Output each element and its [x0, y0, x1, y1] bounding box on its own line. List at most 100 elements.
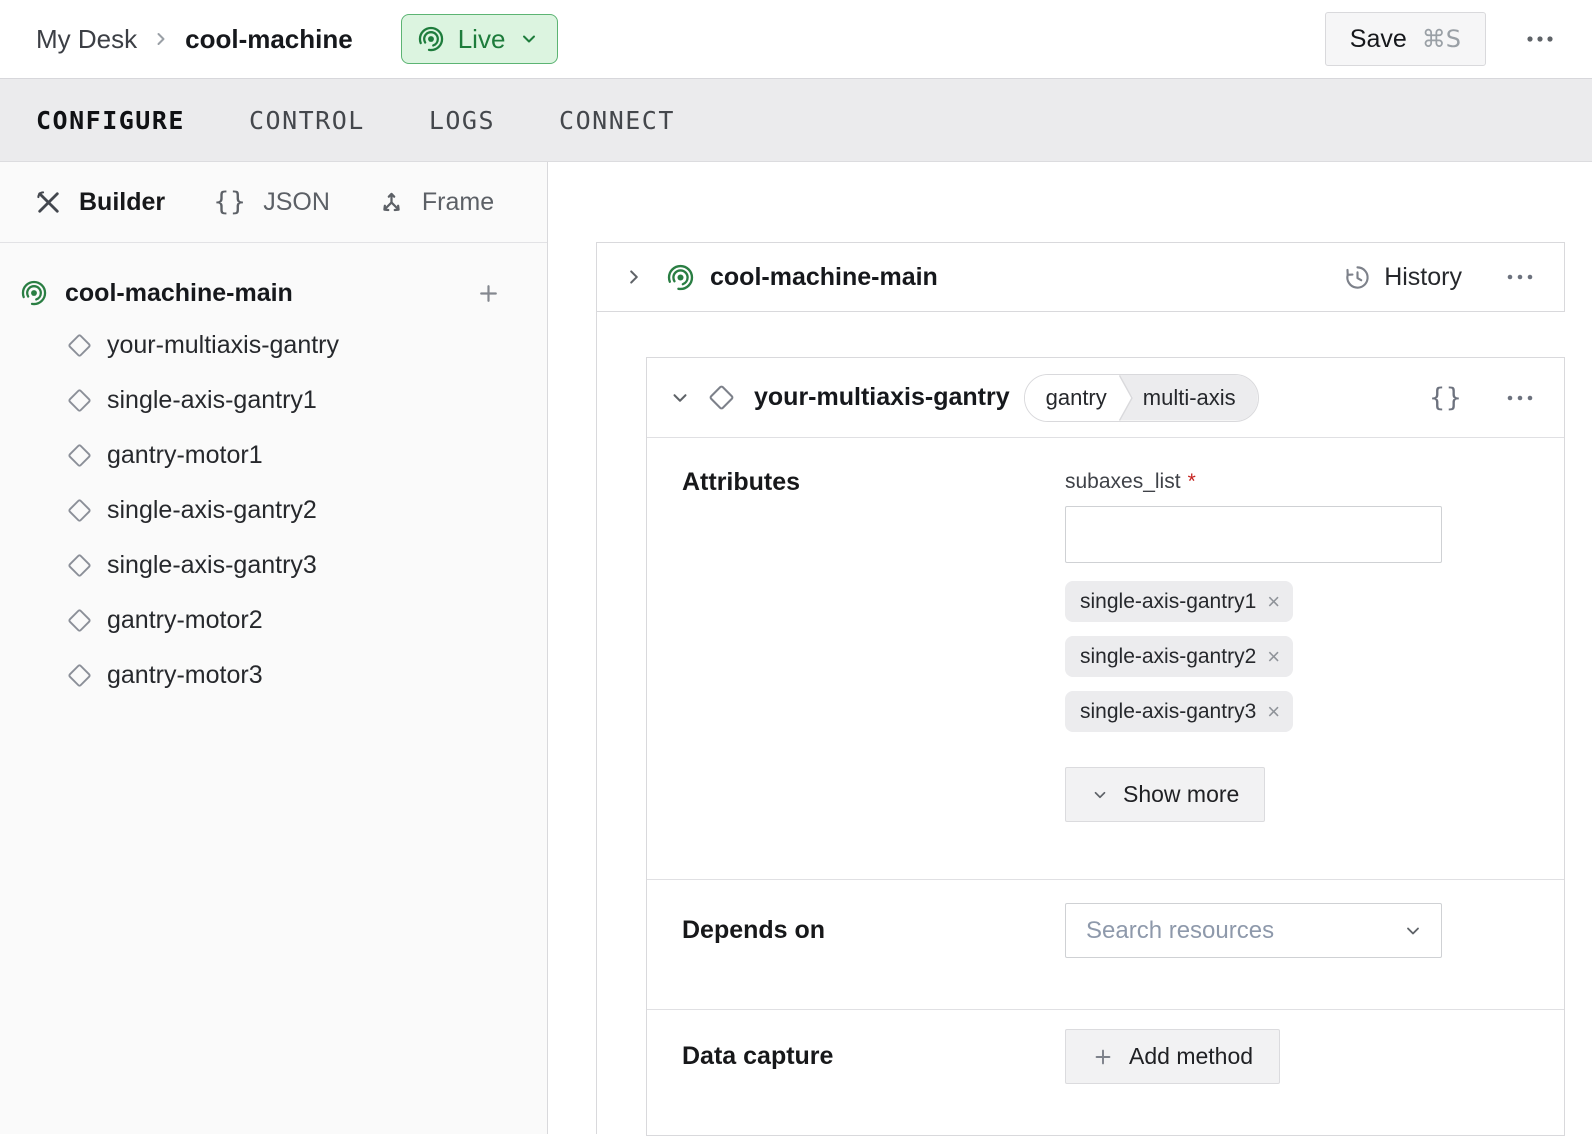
- tree-item[interactable]: your-multiaxis-gantry: [0, 318, 547, 373]
- machine-card: cool-machine-main History: [596, 242, 1565, 312]
- add-method-label: Add method: [1129, 1043, 1253, 1070]
- braces-icon: {}: [213, 187, 246, 217]
- more-dots-icon: [1522, 27, 1558, 51]
- app-header: My Desk cool-machine Live Save ⌘S: [0, 0, 1592, 78]
- tree-item-label: single-axis-gantry1: [107, 386, 317, 415]
- tree-item[interactable]: gantry-motor2: [0, 593, 547, 648]
- chip-remove-button[interactable]: ×: [1267, 701, 1280, 723]
- chevron-down-icon: [519, 29, 539, 49]
- machine-card-more-button[interactable]: [1502, 260, 1538, 294]
- tree-item[interactable]: single-axis-gantry2: [0, 483, 547, 538]
- required-asterisk: *: [1188, 470, 1196, 493]
- live-status-badge[interactable]: Live: [401, 14, 559, 64]
- attributes-content: subaxes_list* single-axis-gantry1 × sing…: [1065, 468, 1442, 822]
- component-card-title: your-multiaxis-gantry: [754, 383, 1010, 412]
- history-button-label: History: [1384, 263, 1462, 292]
- tree-item-label: gantry-motor1: [107, 441, 263, 470]
- frame-axes-icon: [378, 189, 405, 216]
- expand-machine-chevron[interactable]: [623, 266, 645, 288]
- tree-item[interactable]: single-axis-gantry3: [0, 538, 547, 593]
- view-tab-json-label: JSON: [263, 188, 330, 217]
- sidebar-view-switcher: Builder {} JSON Frame: [0, 162, 547, 243]
- machine-card-title: cool-machine-main: [710, 263, 938, 292]
- breadcrumb: My Desk cool-machine: [36, 24, 353, 55]
- tree-item-label: your-multiaxis-gantry: [107, 331, 339, 360]
- broadcast-icon: [21, 280, 47, 306]
- depends-on-section-label: Depends on: [682, 916, 1065, 945]
- view-tab-builder[interactable]: Builder: [35, 188, 165, 217]
- view-tab-frame-label: Frame: [422, 188, 494, 217]
- chevron-down-icon: [1403, 921, 1423, 941]
- collapse-component-chevron[interactable]: [669, 387, 691, 409]
- chip-label: single-axis-gantry3: [1080, 700, 1256, 724]
- header-more-button[interactable]: [1518, 19, 1562, 59]
- breadcrumb-item-my-desk[interactable]: My Desk: [36, 24, 137, 55]
- attributes-section: Attributes subaxes_list* single-axis-gan…: [647, 438, 1564, 879]
- subaxes-chip-list: single-axis-gantry1 × single-axis-gantry…: [1065, 581, 1442, 732]
- tab-connect[interactable]: CONNECT: [559, 106, 675, 135]
- chevron-down-icon: [1091, 786, 1109, 804]
- tree-item-label: single-axis-gantry3: [107, 551, 317, 580]
- tools-icon: [35, 189, 62, 216]
- tree-root-label: cool-machine-main: [65, 279, 458, 308]
- view-tab-frame[interactable]: Frame: [378, 188, 494, 217]
- main-panel: cool-machine-main History your-mul: [548, 162, 1592, 1134]
- depends-on-select[interactable]: Search resources: [1065, 903, 1442, 958]
- chip-remove-button[interactable]: ×: [1267, 591, 1280, 613]
- badge-type-label: gantry: [1025, 375, 1119, 421]
- component-tree: cool-machine-main your-multiaxis-gantry …: [0, 243, 547, 703]
- view-tab-json[interactable]: {} JSON: [213, 187, 330, 217]
- attributes-section-label: Attributes: [682, 468, 1065, 822]
- config-sidebar: Builder {} JSON Frame: [0, 162, 548, 1134]
- component-card-more-button[interactable]: [1502, 381, 1538, 415]
- live-badge-label: Live: [458, 24, 506, 55]
- component-diamond-icon: [66, 387, 93, 414]
- add-method-button[interactable]: Add method: [1065, 1029, 1280, 1084]
- breadcrumb-item-machine: cool-machine: [185, 24, 353, 55]
- component-diamond-icon: [66, 332, 93, 359]
- primary-tabs: CONFIGURE CONTROL LOGS CONNECT: [0, 78, 1592, 162]
- chip: single-axis-gantry2 ×: [1065, 636, 1293, 677]
- json-toggle-button[interactable]: {}: [1429, 383, 1462, 413]
- plus-icon: [1092, 1046, 1114, 1068]
- component-type-badge: gantry multi-axis: [1024, 374, 1259, 422]
- chip-remove-button[interactable]: ×: [1267, 646, 1280, 668]
- breadcrumb-separator-icon: [151, 29, 171, 49]
- view-tab-builder-label: Builder: [79, 188, 165, 217]
- tree-item-label: gantry-motor2: [107, 606, 263, 635]
- chip-label: single-axis-gantry1: [1080, 590, 1256, 614]
- tree-root-row[interactable]: cool-machine-main: [0, 268, 547, 318]
- tab-logs[interactable]: LOGS: [429, 106, 495, 135]
- more-dots-icon: [1504, 266, 1536, 288]
- chip: single-axis-gantry1 ×: [1065, 581, 1293, 622]
- component-diamond-icon: [707, 383, 736, 412]
- broadcast-icon: [418, 26, 444, 52]
- add-component-button[interactable]: [476, 281, 501, 306]
- chip-label: single-axis-gantry2: [1080, 645, 1256, 669]
- tab-configure[interactable]: CONFIGURE: [36, 106, 185, 135]
- subaxes-field-label: subaxes_list*: [1065, 470, 1442, 494]
- component-diamond-icon: [66, 497, 93, 524]
- history-button[interactable]: History: [1344, 263, 1462, 292]
- save-button[interactable]: Save ⌘S: [1325, 12, 1486, 66]
- show-more-label: Show more: [1123, 781, 1239, 808]
- data-capture-section: Data capture Add method: [647, 1009, 1564, 1135]
- history-clock-icon: [1344, 264, 1371, 291]
- show-more-button[interactable]: Show more: [1065, 767, 1265, 822]
- component-card: your-multiaxis-gantry gantry multi-axis …: [646, 357, 1565, 1136]
- tree-item[interactable]: gantry-motor1: [0, 428, 547, 483]
- tree-item-label: gantry-motor3: [107, 661, 263, 690]
- tab-control[interactable]: CONTROL: [249, 106, 365, 135]
- component-diamond-icon: [66, 442, 93, 469]
- depends-on-section: Depends on Search resources: [647, 879, 1564, 1009]
- component-diamond-icon: [66, 662, 93, 689]
- broadcast-icon: [667, 264, 694, 291]
- data-capture-section-label: Data capture: [682, 1042, 1065, 1071]
- tree-item[interactable]: gantry-motor3: [0, 648, 547, 703]
- component-diamond-icon: [66, 607, 93, 634]
- subaxes-input[interactable]: [1065, 506, 1442, 563]
- nesting-guide-line: [596, 312, 597, 1134]
- tree-item-label: single-axis-gantry2: [107, 496, 317, 525]
- tree-item[interactable]: single-axis-gantry1: [0, 373, 547, 428]
- component-card-header: your-multiaxis-gantry gantry multi-axis …: [647, 358, 1564, 438]
